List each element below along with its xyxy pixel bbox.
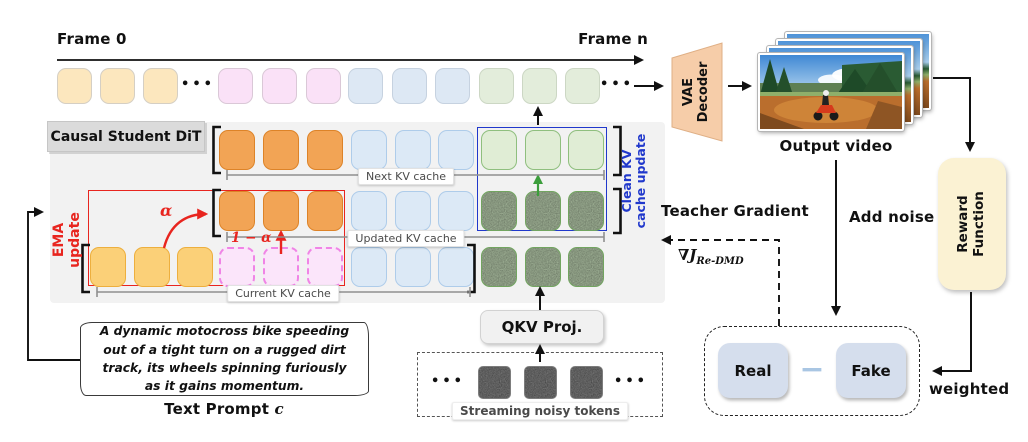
token-knoise xyxy=(570,366,603,399)
token-gnoise xyxy=(525,191,561,231)
vae-decoder-shape xyxy=(671,42,723,142)
video-to-reward-arrow xyxy=(933,77,975,152)
teacher-gradient-arrow xyxy=(661,235,780,326)
text-prompt-box: A dynamic motocross bike speeding out of… xyxy=(80,322,369,396)
next-kv-cache-label: Next KV cache xyxy=(358,168,454,185)
ellipsis-icon: ••• xyxy=(181,77,215,92)
prompt-variable: c xyxy=(274,400,284,418)
teacher-gradient-label: Teacher Gradient xyxy=(661,202,809,220)
token-orange xyxy=(219,191,255,231)
token-spink xyxy=(262,68,297,104)
token-cgreen xyxy=(525,130,561,170)
token-gnoise xyxy=(568,191,604,231)
token-sgreen xyxy=(522,68,557,104)
token-knoise xyxy=(524,366,557,399)
token-cblue xyxy=(438,247,474,287)
token-cream xyxy=(57,68,92,104)
token-knoise xyxy=(478,366,511,399)
token-cblue xyxy=(395,191,431,231)
token-gnoise xyxy=(568,247,604,287)
token-spink xyxy=(306,68,341,104)
token-gnoise xyxy=(481,191,517,231)
clean-kv-label-line2: cache update xyxy=(633,133,648,229)
vae-label-line2: Decoder xyxy=(696,61,711,123)
token-sblue xyxy=(435,68,470,104)
ellipsis-icon: ••• xyxy=(614,374,648,389)
token-orange xyxy=(263,191,299,231)
streaming-noisy-tokens-label: Streaming noisy tokens xyxy=(452,402,628,420)
video-frame-main xyxy=(757,52,905,132)
ellipsis-icon: ••• xyxy=(600,77,634,92)
token-orange xyxy=(307,191,343,231)
token-cyellow xyxy=(134,247,170,287)
token-cgreen xyxy=(568,130,604,170)
qkv-proj-box: QKV Proj. xyxy=(480,310,604,344)
token-orange xyxy=(263,130,299,170)
token-cblue xyxy=(395,247,431,287)
text-prompt-caption: Text Prompt c xyxy=(164,400,284,418)
motocross-scene xyxy=(760,55,902,129)
token-spink xyxy=(218,68,253,104)
real-fake-dashed-box xyxy=(704,326,920,416)
text-prompt-content: A dynamic motocross bike speeding out of… xyxy=(99,324,350,394)
alpha-label: α xyxy=(160,201,173,220)
updated-kv-cache-label: Updated KV cache xyxy=(347,230,465,247)
ellipsis-icon: ••• xyxy=(431,374,465,389)
reward-to-fake-arrow xyxy=(932,292,972,376)
reward-label-line2: Function xyxy=(971,191,987,257)
minus-icon: − xyxy=(799,352,825,387)
causal-student-dit-title: Causal Student DiT xyxy=(47,121,205,152)
vae-label-line1: VAE xyxy=(681,77,697,107)
reward-label-line1: Reward xyxy=(955,195,972,253)
token-sgreen xyxy=(479,68,514,104)
token-sblue xyxy=(392,68,427,104)
frame-n-label: Frame n xyxy=(578,30,648,48)
token-sgreen xyxy=(565,68,600,104)
frame-0-label: Frame 0 xyxy=(57,30,127,48)
token-cream xyxy=(143,68,178,104)
fake-box: Fake xyxy=(836,343,906,398)
token-cblue xyxy=(351,247,387,287)
weighted-label: weighted xyxy=(929,380,1010,398)
token-cblue xyxy=(351,191,387,231)
ema-update-label: EMA update xyxy=(50,212,83,268)
token-cblue xyxy=(351,130,387,170)
token-sblue xyxy=(348,68,383,104)
gradient-formula: ∇JRe-DMD xyxy=(678,246,744,267)
token-orange xyxy=(307,130,343,170)
token-cpink xyxy=(307,247,343,287)
token-gnoise xyxy=(481,247,517,287)
token-orange xyxy=(219,130,255,170)
token-cgreen xyxy=(481,130,517,170)
one-minus-alpha-label: 1 − α xyxy=(231,230,272,246)
token-cblue xyxy=(438,130,474,170)
output-video-caption: Output video xyxy=(779,137,893,155)
token-gnoise xyxy=(525,247,561,287)
token-cblue xyxy=(438,191,474,231)
token-cream xyxy=(100,68,135,104)
real-box: Real xyxy=(718,343,788,398)
prompt-to-student-arrow xyxy=(27,207,80,361)
token-cyellow xyxy=(177,247,213,287)
reward-function-box xyxy=(938,158,1006,290)
current-kv-cache-label: Current KV cache xyxy=(227,285,339,302)
clean-kv-label-line1: Clean KV xyxy=(618,149,634,213)
alpha-arrow xyxy=(162,208,209,249)
add-noise-label: Add noise xyxy=(849,208,935,226)
token-cyellow xyxy=(90,247,126,287)
